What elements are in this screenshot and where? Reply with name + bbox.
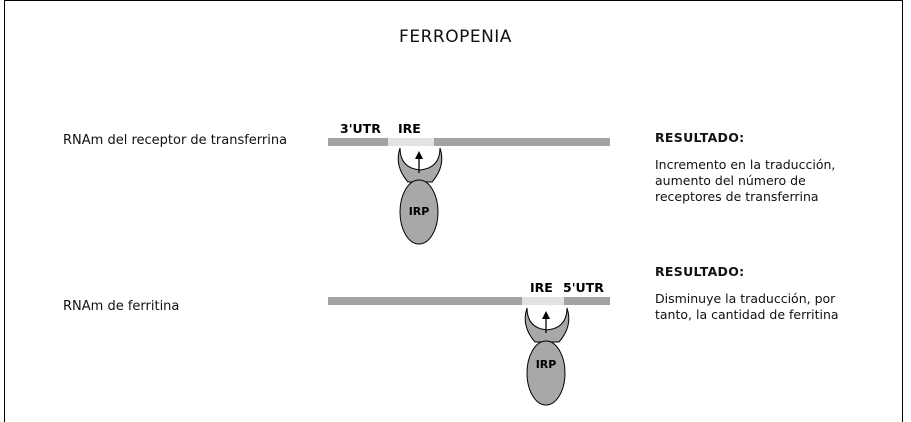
arrow-head-2-icon [542,311,550,319]
ire-label-2: IRE [530,280,553,295]
rna-strand-1-left [328,138,388,146]
irp-label-1: IRP [409,205,430,218]
irp-label-2: IRP [536,358,557,371]
rna-strand-1-right [434,138,610,146]
arrow-head-1-icon [415,151,423,159]
utr-label-2: 5'UTR [563,280,604,295]
rna-strand-2-left [328,297,522,305]
ire-segment-2 [522,297,564,305]
ire-label-1: IRE [398,121,421,136]
ire-segment-1 [388,138,434,146]
irp-protein-2 [527,341,565,405]
utr-label-1: 3'UTR [340,121,381,136]
rna-strand-2-right [564,297,610,305]
